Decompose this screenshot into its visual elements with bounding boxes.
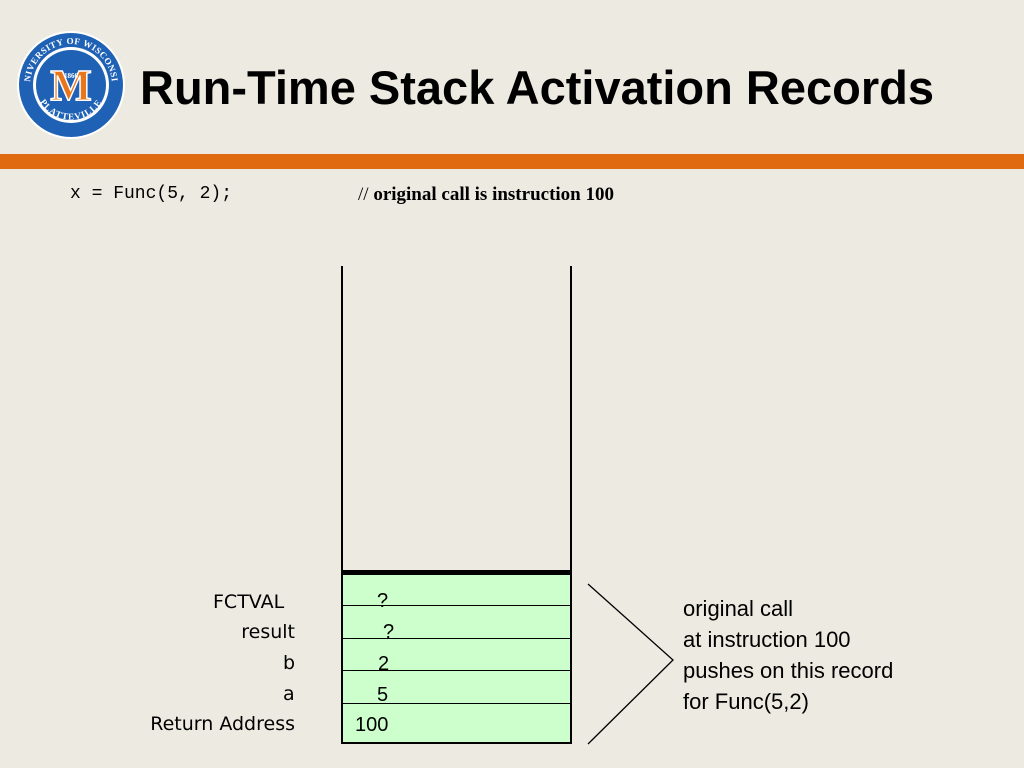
note-line: for Func(5,2) [683,689,809,714]
note-line: at instruction 100 [683,627,851,652]
accent-bar [0,154,1024,169]
code-statement: x = Func(5, 2); [70,184,233,204]
cell-divider [343,703,570,704]
fctval-value: ? [377,590,389,612]
b-value: 2 [378,653,390,675]
result-label: result [241,621,295,643]
comment-text: original call is instruction 100 [373,184,614,205]
stack-top-pointer-line [341,570,572,575]
note-line: original call [683,596,794,621]
return-address-label: Return Address [150,713,295,735]
activation-record [343,575,570,743]
a-label: a [283,683,295,705]
logo-year: 1866 [64,72,79,80]
code-comment: // original call is instruction 100 [358,184,614,206]
stack-bottom [341,742,572,744]
cell-divider [343,605,570,606]
stack-left-wall [341,266,343,744]
bracket-pointer [587,583,674,745]
explanation-note: original call at instruction 100 pushes … [683,593,893,717]
page-title: Run-Time Stack Activation Records [140,61,934,114]
cell-divider [343,638,570,639]
result-value: ? [383,621,395,643]
b-label: b [283,652,296,674]
comment-prefix: // [358,184,374,205]
stack-right-wall [570,266,572,744]
return-address-value: 100 [355,714,389,736]
a-value: 5 [377,684,389,706]
note-line: pushes on this record [683,658,894,683]
cell-divider [343,670,570,671]
logo-monogram: M [50,61,92,110]
university-logo: UNIVERSITY OF WISCONSIN PLATTEVILLE M 18… [16,30,125,139]
fctval-label: FCTVAL [213,591,285,613]
